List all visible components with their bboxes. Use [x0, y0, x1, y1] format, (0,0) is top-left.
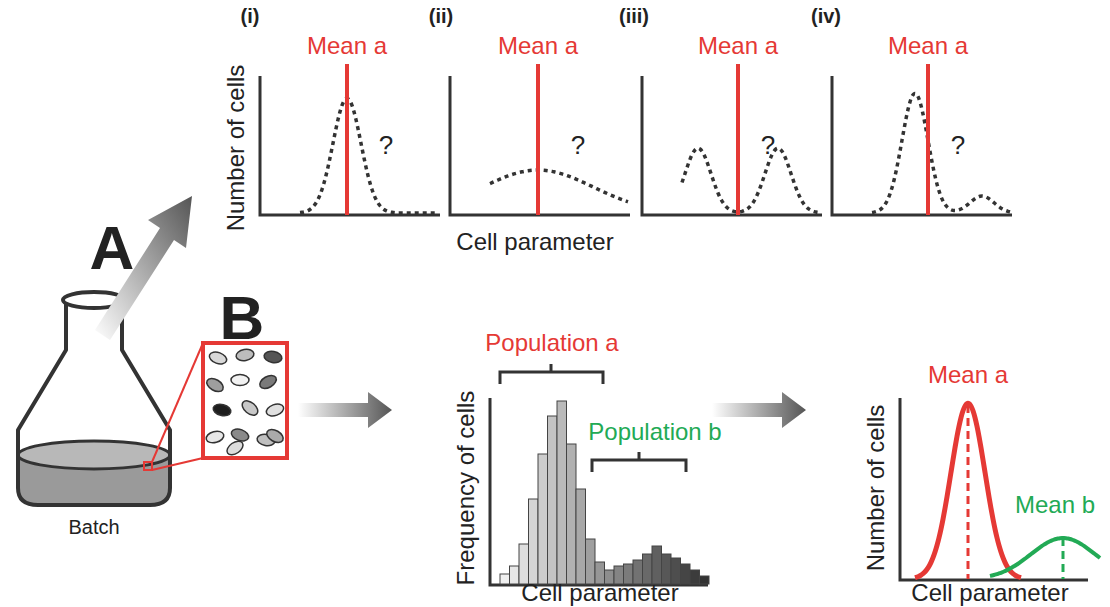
axis: [642, 76, 822, 215]
mean-label: Mean a: [307, 34, 387, 58]
cell: [240, 398, 261, 418]
question-mark: ?: [571, 132, 585, 158]
bracket: [500, 364, 603, 384]
mean-line: [345, 64, 349, 215]
bracket: [592, 452, 686, 472]
cell: [264, 427, 285, 446]
zoom-square: [144, 462, 152, 470]
panel-letter: A: [90, 217, 135, 279]
histogram-bar: [681, 564, 691, 584]
histogram-bar: [510, 566, 520, 584]
distribution-curve: [490, 170, 628, 202]
question-mark: ?: [379, 132, 393, 158]
distribution-curve: [682, 148, 820, 212]
histogram-bar: [576, 489, 586, 584]
panel-number: (ii): [429, 6, 453, 26]
histogram-bar: [519, 544, 529, 584]
zoom-line: [152, 458, 203, 470]
cell: [224, 438, 245, 457]
cell: [263, 350, 283, 364]
axis-label: Number of cells: [864, 405, 888, 572]
axis-label: Cell parameter: [911, 581, 1068, 605]
curves: [260, 64, 1100, 579]
question-mark: ?: [951, 132, 965, 158]
distribution-curve: [300, 98, 438, 213]
cell: [235, 348, 255, 362]
cell: [205, 429, 225, 444]
zoom-box: [203, 343, 287, 458]
axis: [260, 76, 440, 215]
mean-line: [967, 405, 970, 579]
axis: [832, 76, 1012, 215]
panel-number: (iv): [811, 6, 841, 26]
histogram-bar: [548, 416, 558, 584]
cell: [208, 350, 229, 366]
mean-line: [536, 64, 540, 215]
cell: [265, 402, 286, 418]
histogram-bar: [529, 499, 539, 584]
histogram-bar: [690, 570, 700, 584]
histogram-bar: [643, 554, 653, 584]
histogram-bar: [500, 574, 510, 584]
population-label: Population b: [588, 420, 721, 444]
axis-label: Cell parameter: [456, 230, 613, 254]
cells: [204, 348, 285, 458]
liquid-surface: [18, 441, 170, 469]
panel-number: (iii): [619, 6, 649, 26]
histogram-bar: [652, 546, 662, 584]
panel-letter: B: [220, 287, 265, 349]
axis-label: Number of cells: [224, 65, 248, 232]
histogram-bar: [662, 554, 672, 584]
histogram-bar: [586, 539, 596, 584]
mean-line: [1062, 538, 1065, 579]
panel-number: (i): [241, 6, 260, 26]
distribution-curve: [915, 403, 1021, 577]
histogram-bar: [700, 576, 710, 584]
axis-label: Frequency of cells: [454, 391, 478, 586]
cell: [204, 376, 225, 395]
cell: [212, 402, 232, 417]
flask-label: Batch: [68, 517, 119, 537]
cell: [257, 373, 278, 392]
histogram-bar: [538, 454, 548, 584]
axis: [900, 398, 1088, 580]
zoom-line: [152, 343, 203, 462]
mean-label: Mean a: [888, 34, 968, 58]
mean-label: Mean a: [498, 34, 578, 58]
cell: [231, 375, 249, 386]
distribution-curve: [872, 93, 1010, 212]
mean-line: [926, 64, 930, 215]
histogram-bar: [567, 444, 577, 584]
axis-label: Cell parameter: [521, 581, 678, 605]
flask-outline: [18, 300, 170, 505]
mean-label: Mean a: [698, 34, 778, 58]
population-label: Population a: [485, 331, 618, 355]
mean-label: Mean b: [1015, 493, 1095, 517]
mean-line: [736, 64, 740, 215]
histogram-bar: [557, 401, 567, 584]
distribution-curve: [990, 538, 1100, 576]
question-mark: ?: [761, 132, 775, 158]
gradient-arrow: [712, 392, 806, 428]
mean-label: Mean a: [928, 363, 1008, 387]
gradient-arrow: [298, 392, 392, 428]
